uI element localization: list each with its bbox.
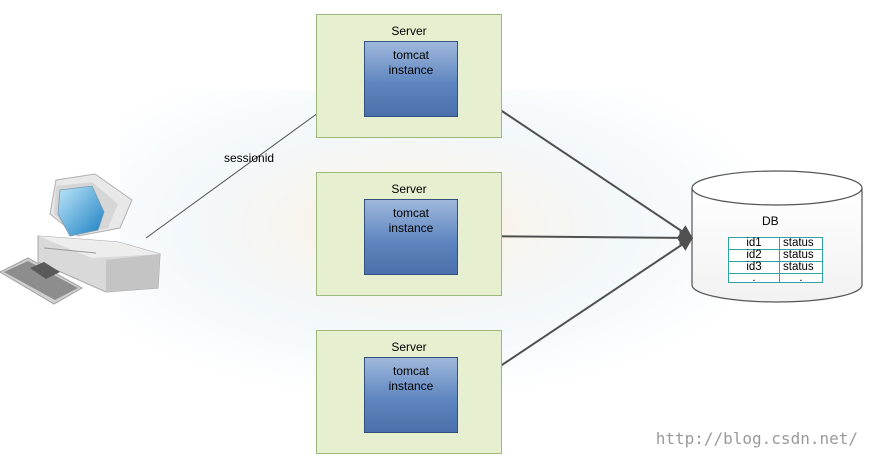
server-title: Server: [391, 340, 427, 354]
server-3: Server tomcat instance: [316, 330, 502, 454]
sessionid-label: sessionid: [224, 151, 275, 165]
tomcat-label-line1: tomcat: [392, 364, 429, 378]
tomcat-instance: tomcat instance: [364, 41, 458, 117]
tomcat-instance: tomcat instance: [364, 199, 458, 275]
db-session-table: id1 status id2 status id3 status . .: [728, 237, 823, 284]
server-title: Server: [391, 24, 427, 38]
tomcat-label-line2: instance: [388, 379, 434, 393]
table-row: id2 status: [728, 249, 823, 262]
ellipsis-cell: .: [779, 272, 823, 284]
table-row-ellipsis: . .: [728, 272, 823, 284]
session-status-cell: status: [779, 249, 823, 262]
server-2: Server tomcat instance: [316, 172, 502, 296]
tomcat-label-line1: tomcat: [392, 48, 429, 62]
tomcat-label-line2: instance: [388, 221, 434, 235]
client-computer-icon: [0, 173, 161, 305]
session-id-cell: id2: [728, 249, 780, 262]
db-title: DB: [762, 214, 779, 228]
server-1: Server tomcat instance: [316, 14, 502, 138]
ellipsis-cell: .: [728, 272, 780, 284]
tomcat-label-line1: tomcat: [392, 206, 429, 220]
tomcat-label-line2: instance: [388, 63, 434, 77]
table-row: id3 status: [728, 261, 823, 274]
blog-watermark: http://blog.csdn.net/: [655, 429, 858, 448]
session-id-cell: id1: [728, 237, 780, 250]
table-row: id1 status: [728, 237, 823, 250]
server-title: Server: [391, 182, 427, 196]
session-status-cell: status: [779, 237, 823, 250]
tomcat-instance: tomcat instance: [364, 357, 458, 433]
